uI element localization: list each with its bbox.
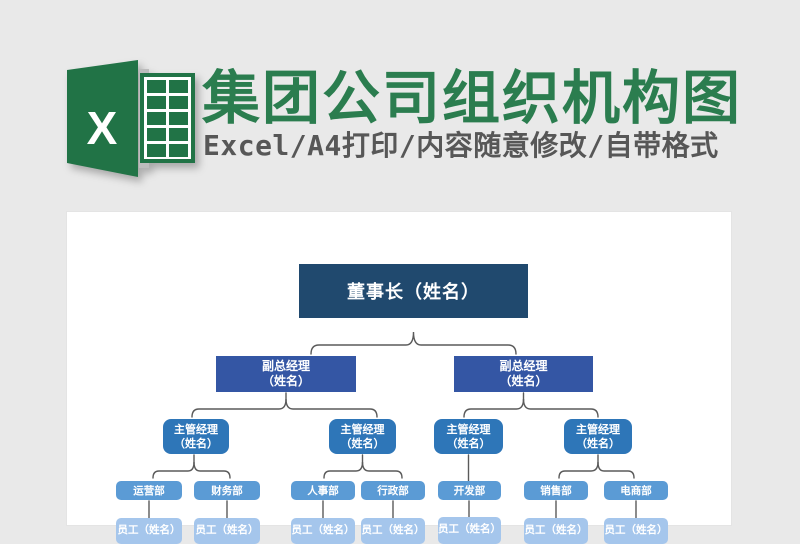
name-label: （姓名） [576,437,620,450]
role-label: 主管经理 [576,423,620,436]
org-node-dept-development: 开发部 [438,481,501,500]
org-node-manager-1: 主管经理 （姓名） [163,419,229,454]
role-label: 主管经理 [340,423,385,436]
name-label: （姓名） [261,374,310,388]
role-label: 主管经理 [174,423,218,436]
org-node-deputy-1: 副总经理 （姓名） [216,356,356,392]
name-label: （姓名） [174,437,218,450]
org-chart-card: 董事长（姓名） 副总经理 （姓名） 副总经理 （姓名） 主管经理 （姓名） 主管… [66,211,732,544]
template-preview-page: X 集团公司组织机构图 Excel/A4打印/内容随意修改/自带格式 [66,60,743,544]
name-label: （姓名） [340,437,385,450]
brace-manager-4 [558,461,635,479]
brace-deputy-right [463,398,599,418]
role-label: 副总经理 [261,359,310,373]
org-node-manager-3: 主管经理 （姓名） [434,419,503,454]
brace-level1 [310,331,517,355]
excel-logo-icon: X [67,60,195,177]
org-node-dept-sales: 销售部 [524,481,588,500]
page-subtitle: Excel/A4打印/内容随意修改/自带格式 [203,129,719,162]
role-label: 副总经理 [499,359,548,373]
org-node-manager-4: 主管经理 （姓名） [564,419,632,454]
logo-x-letter: X [87,102,118,154]
org-node-employee-1: 员工（姓名） [116,518,182,544]
brace-manager-1 [152,461,231,479]
org-node-dept-hr: 人事部 [291,481,355,500]
org-node-chairman: 董事长（姓名） [299,264,528,318]
org-node-dept-ecommerce: 电商部 [604,481,668,500]
name-label: （姓名） [499,374,548,388]
org-node-manager-2: 主管经理 （姓名） [329,419,396,454]
connector-lines [148,331,637,520]
logo-sheet-cells [147,80,188,157]
role-label: 主管经理 [446,423,491,436]
org-node-dept-finance: 财务部 [194,481,260,500]
org-node-deputy-2: 副总经理 （姓名） [454,356,593,392]
logo-cover-panel [67,60,138,177]
brace-deputy-left [191,398,378,418]
page-title: 集团公司组织机构图 [202,66,743,131]
name-label: （姓名） [446,437,491,450]
org-node-employee-3: 员工（姓名） [291,518,355,544]
org-node-employee-5: 员工（姓名） [438,517,501,544]
org-node-employee-6: 员工（姓名） [524,518,588,544]
org-node-dept-admin: 行政部 [361,481,425,500]
org-node-employee-4: 员工（姓名） [361,518,425,544]
org-node-employee-2: 员工（姓名） [194,518,260,544]
org-node-employee-7: 员工（姓名） [604,518,668,544]
org-node-dept-operations: 运营部 [116,481,182,500]
